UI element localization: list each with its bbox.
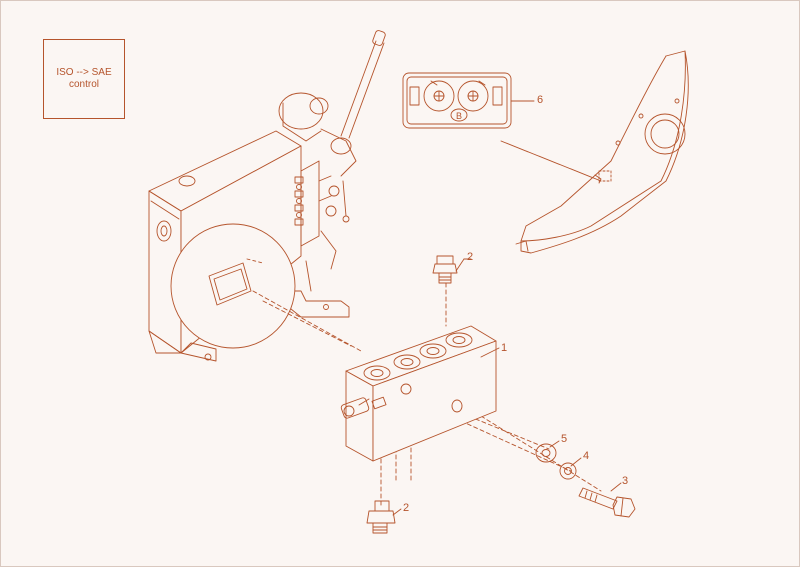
washer-part-5 <box>535 443 557 463</box>
decal-letter: B <box>456 111 462 121</box>
callout-4: 4 <box>583 450 590 462</box>
callout-leaders <box>392 100 622 516</box>
hydraulic-fittings <box>294 160 340 270</box>
callout-2-top: 2 <box>467 251 474 263</box>
callout-6: 6 <box>537 94 544 106</box>
detail-magnifier <box>170 223 296 349</box>
side-cover-panel <box>515 50 689 254</box>
fitting-top <box>432 255 458 284</box>
mounting-bracket <box>275 260 350 318</box>
control-decal <box>402 72 512 129</box>
iso-sae-control-label: ISO --> SAE control <box>43 39 125 119</box>
control-lever <box>278 30 386 223</box>
callout-5: 5 <box>561 433 568 445</box>
fitting-bottom <box>366 500 396 534</box>
valve-block <box>340 325 497 462</box>
lock-washer-part-4 <box>559 462 577 480</box>
assembly-leaders <box>252 140 602 507</box>
callout-1: 1 <box>501 342 508 354</box>
callout-2-bottom: 2 <box>403 502 410 514</box>
label-line-2: control <box>68 79 99 90</box>
callout-3: 3 <box>622 475 629 487</box>
label-line-1: ISO --> SAE <box>56 67 112 78</box>
bolt-part-3 <box>578 487 636 518</box>
